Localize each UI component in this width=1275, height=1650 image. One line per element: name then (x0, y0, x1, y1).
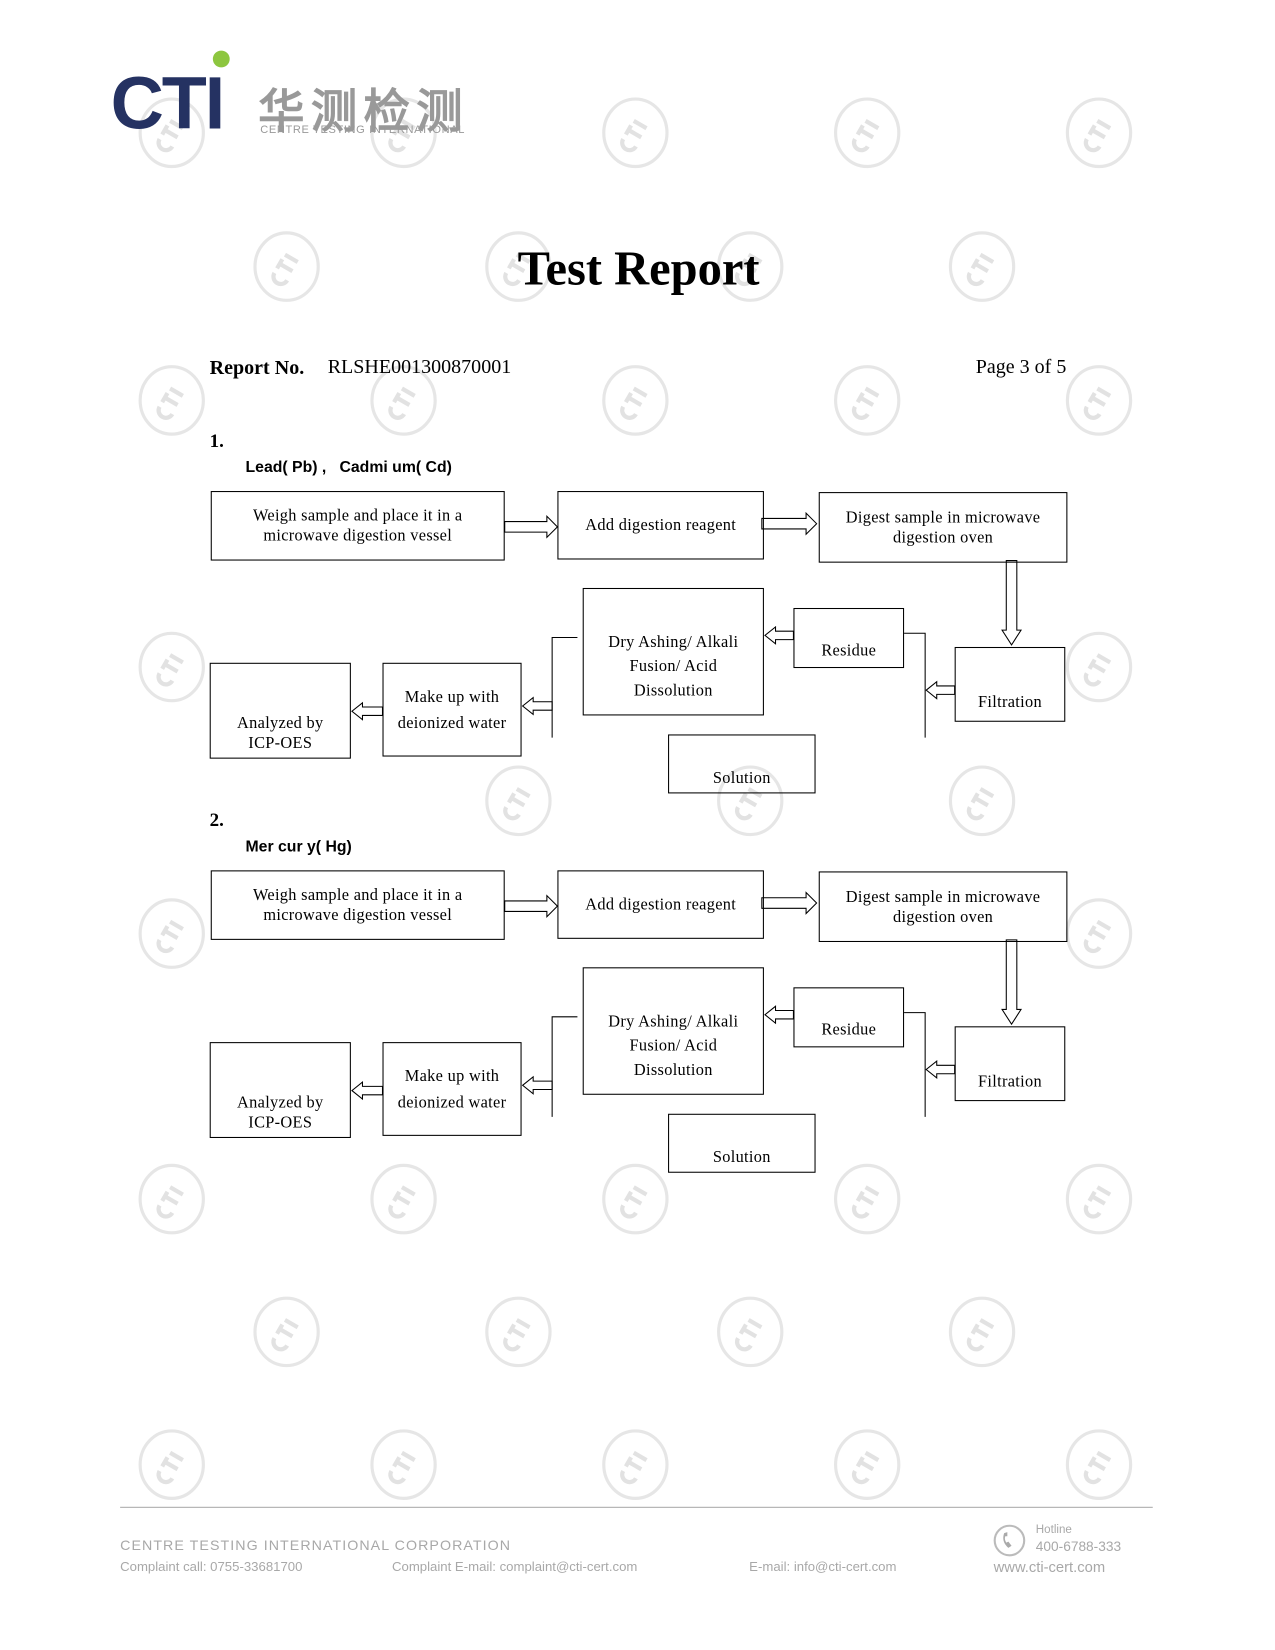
step-add-reagent-label: Add digestion reagent (585, 516, 737, 535)
step-residue-label: Residue (821, 641, 877, 660)
step-add-reagent-label: Add digestion reagent (585, 895, 737, 914)
footer-hotline-number: 400-6788-333 (1035, 1538, 1122, 1555)
flowchart-arrows (351, 891, 1023, 1117)
phone-icon (993, 1524, 1026, 1557)
watermark-cti-seal (717, 1296, 784, 1368)
step-digest-label: Digest sample in microwave digestion ove… (845, 887, 1041, 926)
flowchart-section-2: 2. Mer cur y( Hg) Weigh sample and place i… (0, 801, 1275, 1173)
footer-complaint-call: Complaint call: 0755-33681700 (120, 1559, 303, 1575)
footer-company: CENTRE TESTING INTERNATIONAL CORPORATION (120, 1537, 512, 1554)
watermark-cti-seal (1065, 97, 1133, 169)
step-make-up: Make up with deionized water (382, 662, 522, 757)
step-weigh: Weigh sample and place it in a microwave… (210, 870, 505, 940)
step-solution: Solution (668, 1113, 816, 1173)
step-make-up: Make up with deionized water (382, 1042, 522, 1136)
watermark-cti-seal (834, 1429, 901, 1500)
watermark-cti-seal (602, 365, 669, 436)
step-digest: Digest sample in microwave digestion ove… (818, 871, 1068, 943)
footer-email[interactable]: E-mail: info@cti-cert.com (749, 1559, 897, 1575)
step-analyzed-label: Analyzed by ICP-OES (237, 1093, 324, 1132)
watermark-cti-seal (834, 365, 901, 436)
watermark-cti-seal (370, 365, 437, 436)
page-title: Test Report (517, 241, 760, 296)
step-dry-ashing-label: Dry Ashing/ Alkali Fusion/ Acid Dissolut… (608, 633, 739, 700)
step-add-reagent: Add digestion reagent (557, 870, 764, 939)
watermark-cti-seal (834, 1163, 901, 1235)
step-filtration-label: Filtration (977, 1072, 1042, 1091)
flowchart-section-1: 1. Lead( Pb) , Cadmi um( Cd) Weigh sample … (0, 421, 1275, 794)
footer-complaint-email[interactable]: Complaint E-mail: complaint@cti-cert.com (391, 1559, 638, 1575)
watermark-cti-seal (138, 898, 205, 969)
section-subtitle: Mer cur y( Hg) (245, 837, 352, 856)
step-filtration-label: Filtration (977, 693, 1042, 712)
section-subtitle: Lead( Pb) , Cadmi um( Cd) (245, 458, 452, 477)
logo-subtitle: CENTRE TESTING INTERNATIONAL (260, 123, 466, 136)
logo-chinese: 华测检测 (258, 86, 469, 139)
logo-text: CTI (110, 62, 226, 145)
report-number: RLSHE001300870001 (327, 356, 512, 379)
footer-hotline-label: Hotline (1035, 1523, 1072, 1537)
watermark-cti-seal (485, 1296, 552, 1368)
report-no-label: Report No. (209, 357, 305, 380)
watermark-cti-seal (602, 1429, 669, 1500)
watermark-cti-seal (485, 765, 552, 837)
watermark-cti-seal (602, 97, 669, 169)
step-filtration: Filtration (954, 646, 1066, 722)
flowchart-arrows (351, 511, 1023, 738)
watermark-cti-seal (1065, 1429, 1133, 1500)
watermark-cti-seal (138, 631, 205, 703)
footer-website[interactable]: www.cti-cert.com (993, 1558, 1106, 1576)
step-analyzed: Analyzed by ICP-OES (209, 662, 351, 759)
watermark-cti-seal (948, 1296, 1016, 1368)
cti-logo: CTI 华测检测 CENTRE TESTING INTERNATIONAL (111, 50, 490, 144)
logo-dot (212, 50, 230, 68)
watermark-cti-seal (1065, 631, 1133, 703)
watermark-cti-seal (834, 97, 901, 169)
step-solution: Solution (668, 734, 816, 794)
step-analyzed: Analyzed by ICP-OES (209, 1042, 351, 1138)
watermark-cti-seal (253, 231, 320, 302)
watermark-cti-seal (370, 1163, 437, 1235)
watermark-cti-seal (370, 97, 437, 169)
watermark-cti-seal (253, 1296, 320, 1368)
section-number: 2. (209, 809, 224, 831)
step-dry-ashing: Dry Ashing/ Alkali Fusion/ Acid Dissolut… (582, 587, 764, 716)
watermark-cti-seal (138, 365, 205, 436)
watermark-cti-seal (370, 1429, 437, 1500)
page-number: Page 3 of 5 (975, 356, 1067, 379)
step-make-up-label: Make up with deionized water (397, 687, 507, 732)
step-solution-label: Solution (712, 769, 771, 788)
watermark-cti-seal (485, 231, 552, 302)
step-digest: Digest sample in microwave digestion ove… (818, 492, 1068, 563)
watermark-cti-seal (138, 1163, 205, 1235)
step-dry-ashing: Dry Ashing/ Alkali Fusion/ Acid Dissolut… (582, 967, 764, 1095)
step-weigh-label: Weigh sample and place it in a microwave… (252, 506, 463, 545)
step-make-up-label: Make up with deionized water (397, 1066, 507, 1112)
section-number: 1. (209, 429, 224, 451)
watermark-cti-seal (948, 765, 1016, 837)
step-analyzed-label: Analyzed by ICP-OES (237, 714, 324, 753)
watermark-cti-seal (138, 1429, 205, 1500)
step-residue: Residue (793, 987, 905, 1048)
watermark-cti-seal (1065, 1163, 1133, 1235)
watermark-cti-seal (602, 1163, 669, 1235)
step-dry-ashing-label: Dry Ashing/ Alkali Fusion/ Acid Dissolut… (608, 1012, 739, 1079)
watermark-cti-seal (948, 231, 1016, 302)
step-weigh-label: Weigh sample and place it in a microwave… (252, 886, 463, 925)
step-filtration: Filtration (954, 1026, 1066, 1102)
step-solution-label: Solution (712, 1148, 771, 1167)
footer-divider (120, 1506, 1153, 1508)
step-add-reagent: Add digestion reagent (557, 491, 764, 560)
step-residue-label: Residue (821, 1021, 877, 1039)
watermark-cti-seal (1065, 365, 1133, 436)
step-weigh: Weigh sample and place it in a microwave… (210, 491, 505, 561)
step-digest-label: Digest sample in microwave digestion ove… (845, 508, 1041, 547)
watermark-cti-seal (717, 231, 784, 302)
watermark-cti-seal (138, 97, 205, 169)
step-residue: Residue (793, 607, 905, 669)
